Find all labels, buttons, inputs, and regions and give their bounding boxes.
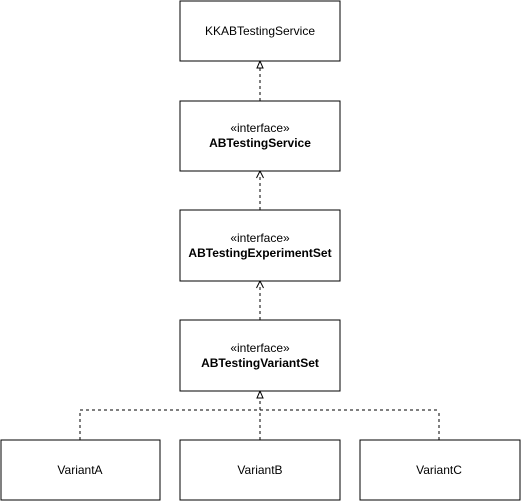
class-name-variant-c: VariantC: [416, 463, 462, 477]
class-box-variant-a: VariantA: [0, 439, 161, 501]
class-box-kkab-testing-service: KKABTestingService: [179, 0, 341, 62]
interface-name-variantset: ABTestingVariantSet: [201, 356, 319, 370]
realization-arrowhead-variantset: [256, 389, 264, 399]
interface-box-ab-testing-experiment-set: «interface» ABTestingExperimentSet: [179, 209, 341, 282]
realization-arrowhead-kkab: [256, 59, 264, 69]
class-name-variant-a: VariantA: [57, 463, 102, 477]
class-box-variant-b: VariantB: [179, 439, 341, 501]
interface-box-ab-testing-variant-set: «interface» ABTestingVariantSet: [179, 319, 341, 392]
interface-box-service-rect: [179, 100, 341, 172]
class-name-variant-b: VariantB: [237, 463, 282, 477]
interface-name-experiment: ABTestingExperimentSet: [188, 246, 331, 260]
class-box-variant-a-rect: [0, 439, 161, 501]
stereotype-label-experiment: «interface»: [230, 231, 290, 245]
interface-box-ab-testing-service: «interface» ABTestingService: [179, 100, 341, 172]
class-box-kkab-rect: [179, 0, 341, 62]
class-box-variant-c: VariantC: [359, 439, 521, 501]
class-box-variant-b-rect: [179, 439, 341, 501]
class-name-kkab: KKABTestingService: [205, 24, 315, 38]
stereotype-label-variantset: «interface»: [230, 341, 290, 355]
dependency-arrowhead-experiment: [256, 279, 264, 289]
interface-name-service: ABTestingService: [209, 136, 311, 150]
stereotype-label-service: «interface»: [230, 121, 290, 135]
class-box-variant-c-rect: [359, 439, 521, 501]
dependency-arrowhead-service: [256, 169, 264, 179]
interface-box-variantset-rect: [179, 319, 341, 392]
interface-box-experiment-rect: [179, 209, 341, 282]
